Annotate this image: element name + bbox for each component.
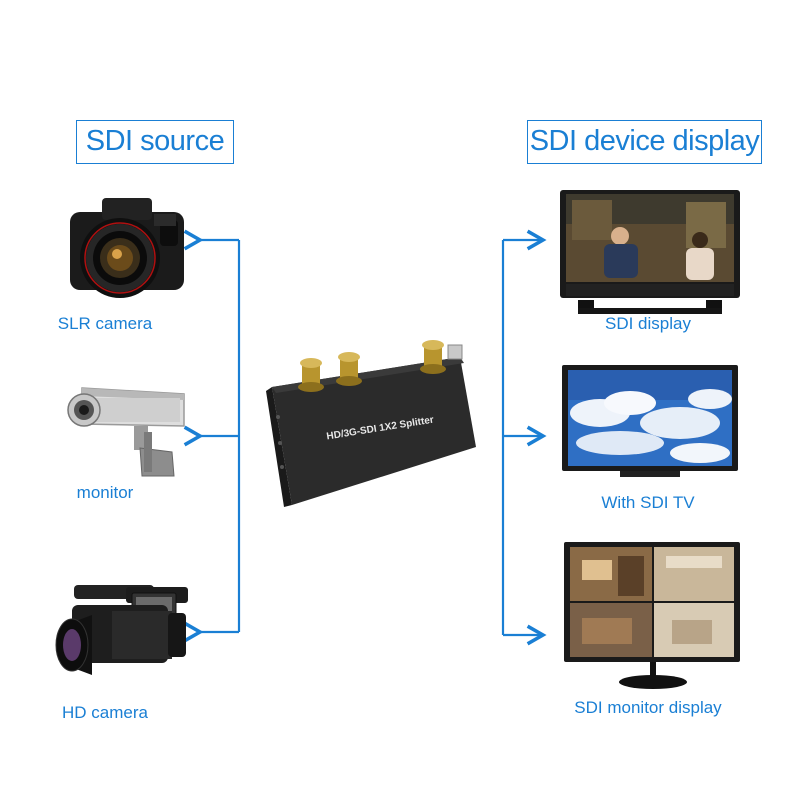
security-camera-icon [62, 380, 192, 490]
source-header: SDI source [76, 120, 234, 164]
display-header: SDI device display [527, 120, 762, 164]
splitter-device: HD/3G-SDI 1X2 Splitter [264, 335, 484, 510]
bnc-connector-3 [420, 340, 446, 374]
sdi-display-label: SDI display [605, 314, 691, 333]
security-camera-label: monitor [76, 483, 134, 502]
bnc-connector-1 [298, 358, 324, 392]
sdi-tv-label: With SDI TV [601, 493, 695, 512]
slr-camera-label: SLR camera [57, 314, 153, 333]
hd-camcorder-icon [52, 575, 192, 690]
tv-icon [560, 363, 740, 483]
bnc-connector-2 [336, 352, 362, 386]
broadcast-monitor-icon [558, 188, 742, 316]
cctv-monitor-icon [562, 540, 742, 692]
sdi-monitor-label: SDI monitor display [574, 698, 722, 717]
slr-camera-icon [62, 190, 192, 305]
hd-camera-label: HD camera [62, 703, 148, 722]
